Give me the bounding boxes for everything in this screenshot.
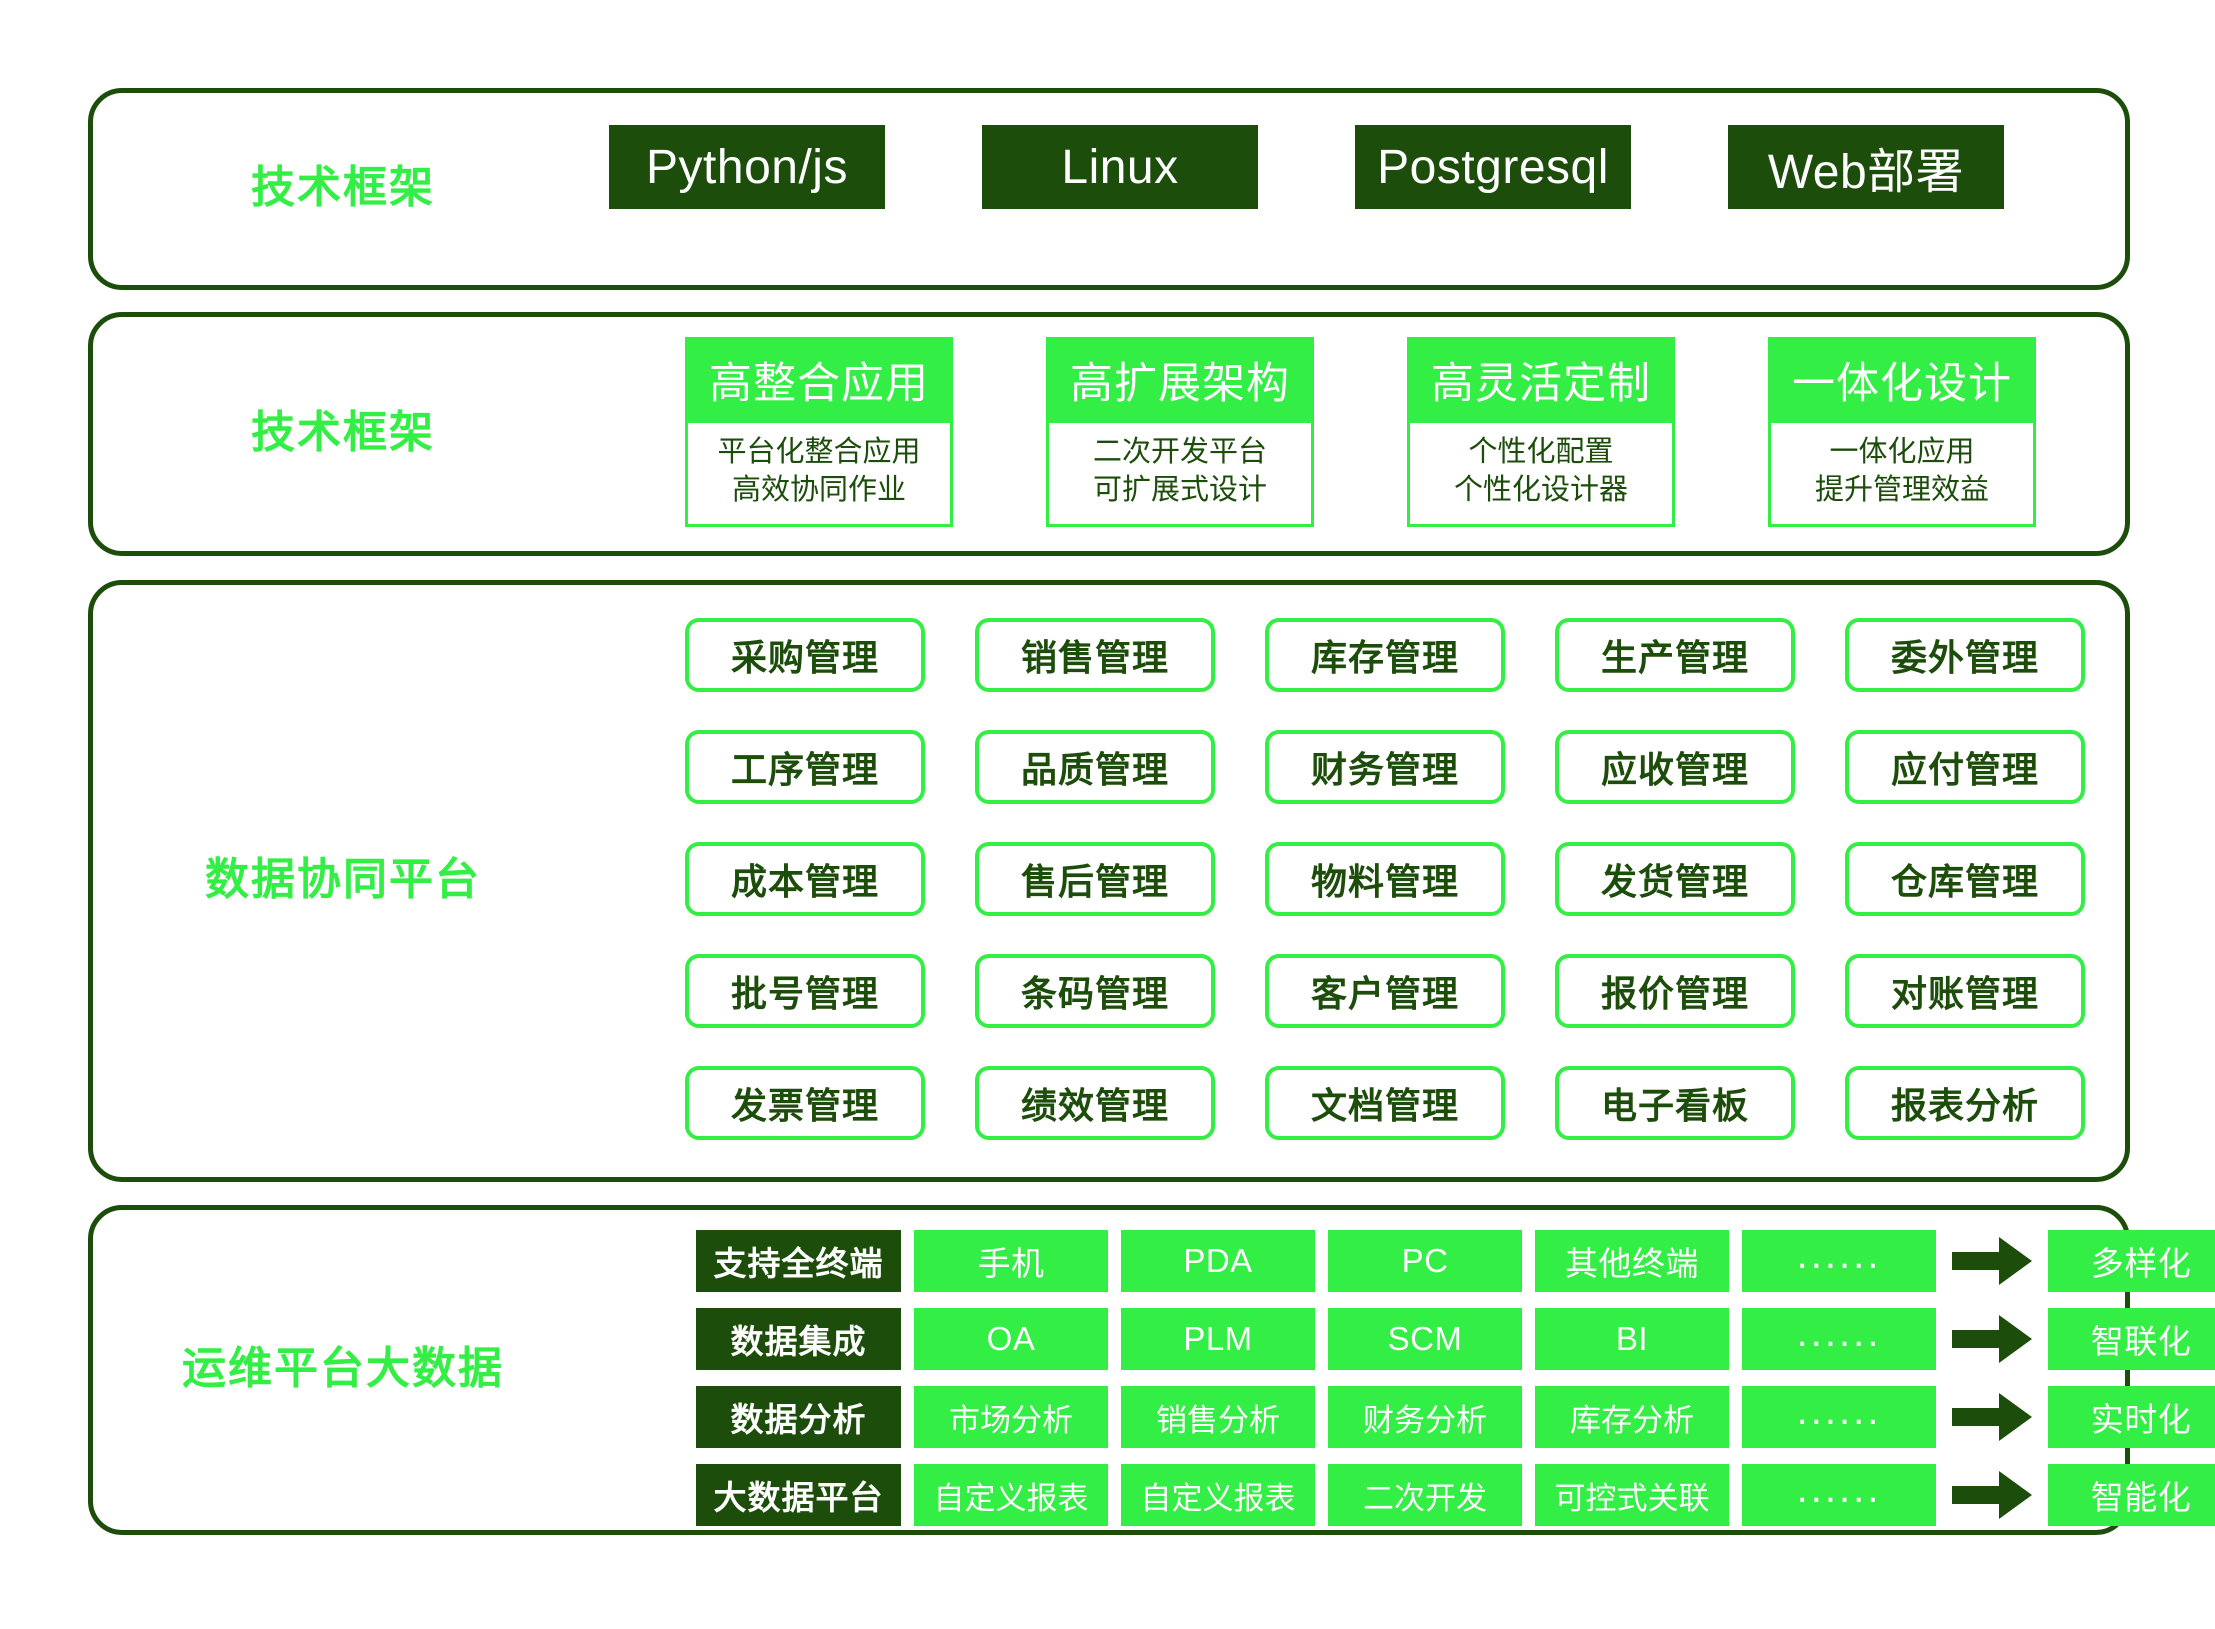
module-cell[interactable]: 售后管理 bbox=[975, 842, 1215, 916]
feature-card-body: 二次开发平台 可扩展式设计 bbox=[1046, 423, 1314, 527]
feature-card-line1: 二次开发平台 bbox=[1092, 436, 1267, 468]
feature-card[interactable]: 一体化设计 一体化应用 提升管理效益 bbox=[1768, 337, 2036, 527]
bigdata-cell[interactable]: 自定义报表 bbox=[1121, 1464, 1315, 1526]
module-cell[interactable]: 财务管理 bbox=[1265, 730, 1505, 804]
bigdata-row-head: 大数据平台 bbox=[696, 1464, 901, 1526]
feature-card[interactable]: 高整合应用 平台化整合应用 高效协同作业 bbox=[685, 337, 953, 527]
module-cell[interactable]: 委外管理 bbox=[1845, 618, 2085, 692]
bigdata-cell[interactable]: 可控式关联 bbox=[1535, 1464, 1729, 1526]
module-cell[interactable]: 批号管理 bbox=[685, 954, 925, 1028]
module-cell[interactable]: 生产管理 bbox=[1555, 618, 1795, 692]
module-cell[interactable]: 客户管理 bbox=[1265, 954, 1505, 1028]
module-cell[interactable]: 对账管理 bbox=[1845, 954, 2085, 1028]
bigdata-row-head: 数据分析 bbox=[696, 1386, 901, 1448]
bigdata-cell[interactable]: 市场分析 bbox=[914, 1386, 1108, 1448]
feature-card[interactable]: 高灵活定制 个性化配置 个性化设计器 bbox=[1407, 337, 1675, 527]
module-cell[interactable]: 应收管理 bbox=[1555, 730, 1795, 804]
module-cell[interactable]: 品质管理 bbox=[975, 730, 1215, 804]
feature-card-line1: 个性化配置 bbox=[1468, 436, 1614, 468]
arrow-right-icon bbox=[1949, 1308, 2035, 1370]
arrow-right-icon bbox=[1949, 1386, 2035, 1448]
section-label-data-platform: 数据协同平台 bbox=[205, 855, 481, 904]
module-cell[interactable]: 发票管理 bbox=[685, 1066, 925, 1140]
bigdata-cell[interactable]: PLM bbox=[1121, 1308, 1315, 1370]
module-cell[interactable]: 绩效管理 bbox=[975, 1066, 1215, 1140]
section-label-tech-stack: 技术框架 bbox=[251, 163, 435, 212]
feature-card-body: 一体化应用 提升管理效益 bbox=[1768, 423, 2036, 527]
module-cell[interactable]: 应付管理 bbox=[1845, 730, 2085, 804]
bigdata-cell[interactable]: BI bbox=[1535, 1308, 1729, 1370]
bigdata-row: 大数据平台 自定义报表 自定义报表 二次开发 可控式关联 ...... 智能化 bbox=[696, 1464, 2215, 1526]
feature-card-title: 一体化设计 bbox=[1768, 337, 2036, 423]
module-cell[interactable]: 库存管理 bbox=[1265, 618, 1505, 692]
section-label-tech-framework: 技术框架 bbox=[251, 408, 435, 457]
bigdata-row: 数据集成 OA PLM SCM BI ...... 智联化 bbox=[696, 1308, 2215, 1370]
feature-card-line1: 一体化应用 bbox=[1829, 436, 1975, 468]
bigdata-row: 支持全终端 手机 PDA PC 其他终端 ...... 多样化 bbox=[696, 1230, 2215, 1292]
feature-card-line2: 提升管理效益 bbox=[1814, 474, 1989, 507]
module-cell[interactable]: 条码管理 bbox=[975, 954, 1215, 1028]
bigdata-cell[interactable]: 财务分析 bbox=[1328, 1386, 1522, 1448]
bigdata-cell[interactable]: 其他终端 bbox=[1535, 1230, 1729, 1292]
feature-card-line1: 平台化整合应用 bbox=[717, 436, 921, 468]
bigdata-cell[interactable]: 库存分析 bbox=[1535, 1386, 1729, 1448]
panel-ops-bigdata: 运维平台大数据 支持全终端 手机 PDA PC 其他终端 ...... 多样化 bbox=[88, 1205, 2215, 1535]
bigdata-row-list: 支持全终端 手机 PDA PC 其他终端 ...... 多样化 数据集成 OA … bbox=[696, 1230, 2215, 1526]
module-cell[interactable]: 报表分析 bbox=[1845, 1066, 2085, 1140]
module-cell[interactable]: 工序管理 bbox=[685, 730, 925, 804]
tech-tag-linux[interactable]: Linux bbox=[982, 125, 1258, 209]
tech-tag-web-deploy[interactable]: Web部署 bbox=[1728, 125, 2004, 209]
feature-card-line2: 个性化设计器 bbox=[1453, 474, 1628, 507]
bigdata-cell-ellipsis: ...... bbox=[1742, 1464, 1936, 1526]
bigdata-cell[interactable]: 自定义报表 bbox=[914, 1464, 1108, 1526]
bigdata-cell[interactable]: 二次开发 bbox=[1328, 1464, 1522, 1526]
bigdata-result[interactable]: 多样化 bbox=[2048, 1230, 2215, 1292]
module-grid: 采购管理 销售管理 库存管理 生产管理 委外管理 工序管理 品质管理 财务管理 … bbox=[685, 618, 2085, 1140]
bigdata-result[interactable]: 实时化 bbox=[2048, 1386, 2215, 1448]
bigdata-cell[interactable]: PC bbox=[1328, 1230, 1522, 1292]
bigdata-cell[interactable]: 手机 bbox=[914, 1230, 1108, 1292]
arrow-right-icon bbox=[1949, 1464, 2035, 1526]
panel-tech-framework: 技术框架 高整合应用 平台化整合应用 高效协同作业 高扩展架构 二次开发平台 可… bbox=[88, 312, 2130, 556]
feature-card[interactable]: 高扩展架构 二次开发平台 可扩展式设计 bbox=[1046, 337, 1314, 527]
bigdata-cell[interactable]: PDA bbox=[1121, 1230, 1315, 1292]
module-cell[interactable]: 采购管理 bbox=[685, 618, 925, 692]
module-cell[interactable]: 物料管理 bbox=[1265, 842, 1505, 916]
feature-card-title: 高灵活定制 bbox=[1407, 337, 1675, 423]
bigdata-cell[interactable]: 销售分析 bbox=[1121, 1386, 1315, 1448]
bigdata-result[interactable]: 智联化 bbox=[2048, 1308, 2215, 1370]
tech-tag-python[interactable]: Python/js bbox=[609, 125, 885, 209]
feature-card-body: 个性化配置 个性化设计器 bbox=[1407, 423, 1675, 527]
arrow-right-icon bbox=[1949, 1230, 2035, 1292]
feature-card-title: 高扩展架构 bbox=[1046, 337, 1314, 423]
module-cell[interactable]: 销售管理 bbox=[975, 618, 1215, 692]
bigdata-cell-ellipsis: ...... bbox=[1742, 1230, 1936, 1292]
module-cell[interactable]: 文档管理 bbox=[1265, 1066, 1505, 1140]
bigdata-row-head: 支持全终端 bbox=[696, 1230, 901, 1292]
panel-tech-stack: 技术框架 Python/js Linux Postgresql Web部署 bbox=[88, 88, 2130, 290]
bigdata-cell[interactable]: SCM bbox=[1328, 1308, 1522, 1370]
module-cell[interactable]: 报价管理 bbox=[1555, 954, 1795, 1028]
bigdata-row: 数据分析 市场分析 销售分析 财务分析 库存分析 ...... 实时化 bbox=[696, 1386, 2215, 1448]
tech-tag-postgresql[interactable]: Postgresql bbox=[1355, 125, 1631, 209]
section-label-ops-bigdata: 运维平台大数据 bbox=[182, 1344, 504, 1393]
tech-stack-tag-row: Python/js Linux Postgresql Web部署 bbox=[609, 125, 2004, 209]
bigdata-cell-ellipsis: ...... bbox=[1742, 1308, 1936, 1370]
feature-card-title: 高整合应用 bbox=[685, 337, 953, 423]
bigdata-row-head: 数据集成 bbox=[696, 1308, 901, 1370]
bigdata-result[interactable]: 智能化 bbox=[2048, 1464, 2215, 1526]
module-cell[interactable]: 发货管理 bbox=[1555, 842, 1795, 916]
feature-card-body: 平台化整合应用 高效协同作业 bbox=[685, 423, 953, 527]
panel-data-platform: 数据协同平台 采购管理 销售管理 库存管理 生产管理 委外管理 工序管理 品质管… bbox=[88, 580, 2130, 1182]
bigdata-cell[interactable]: OA bbox=[914, 1308, 1108, 1370]
bigdata-cell-ellipsis: ...... bbox=[1742, 1386, 1936, 1448]
module-cell[interactable]: 电子看板 bbox=[1555, 1066, 1795, 1140]
module-cell[interactable]: 仓库管理 bbox=[1845, 842, 2085, 916]
feature-card-line2: 高效协同作业 bbox=[731, 474, 906, 507]
feature-card-row: 高整合应用 平台化整合应用 高效协同作业 高扩展架构 二次开发平台 可扩展式设计… bbox=[685, 337, 2036, 527]
module-cell[interactable]: 成本管理 bbox=[685, 842, 925, 916]
feature-card-line2: 可扩展式设计 bbox=[1092, 474, 1267, 507]
